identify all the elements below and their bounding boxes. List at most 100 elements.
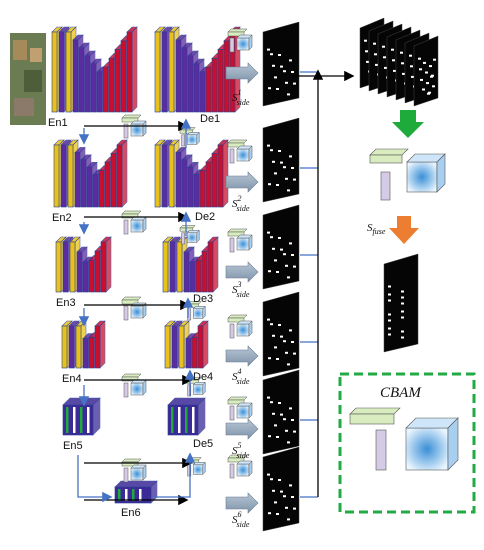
side-output-map-2-speck-4	[278, 150, 281, 152]
final-output-map-speck-13	[388, 327, 391, 330]
decoder-cbam-2-spatial-bar	[181, 232, 186, 245]
encoder-label-1: En1	[48, 117, 68, 129]
side-output-map-2-speck-6	[276, 184, 279, 186]
side-output-map-4-speck-14	[268, 357, 271, 360]
side-output-map-1-speck-6	[276, 88, 279, 90]
side-output-map-6	[262, 446, 300, 532]
decoder-label-2: De2	[195, 211, 215, 223]
side-output-map-4-speck-4	[278, 324, 281, 326]
skip-cbam-5-channel-top	[121, 458, 142, 463]
stacked-map-6-speck-11	[411, 75, 414, 78]
final-output-map-speck-4	[401, 336, 404, 339]
side-gray-arrow-6	[225, 492, 259, 514]
stacked-map-3-speck-1	[382, 45, 385, 48]
stacked-map-7-speck-7	[432, 85, 435, 88]
skip-cbam-3-spatial-bar	[123, 305, 129, 321]
stacked-map-7-speck-1	[418, 57, 421, 60]
side-cbam-2-channel-top	[227, 139, 248, 144]
side-output-map-4	[262, 291, 300, 377]
side-output-map-3-speck-2	[280, 248, 283, 251]
side-cbam-1-channel-top	[227, 28, 248, 33]
side-output-map-3-speck-1	[267, 231, 270, 234]
side-output-map-1-speck-14	[268, 87, 271, 90]
input-image	[10, 33, 46, 125]
encoder-block-1-red-step-5	[126, 26, 138, 113]
side-output-map-5-speck-5	[291, 419, 294, 421]
final-output-map-speck-14	[401, 290, 404, 293]
side-output-map-1-speck-8	[274, 76, 277, 79]
side-cbam-1-channel-bar	[227, 31, 245, 37]
side-cbam-6-cube-front	[236, 463, 250, 477]
decoder-cbam-1-cube-front	[186, 134, 198, 145]
cbam-cube-front	[405, 427, 449, 471]
side-output-map-4-speck-5	[291, 341, 294, 343]
side-output-map-2-speck-11	[285, 177, 288, 180]
side-output-map-3-speck-6	[276, 271, 279, 273]
side-cbam-3-spatial-bar	[229, 237, 235, 253]
skip-cbam-1-cube-side	[142, 120, 147, 137]
final-output-map-speck-2	[401, 302, 404, 305]
side-output-map-4-speck-9	[287, 363, 290, 366]
side-output-map-6-speck-8	[274, 501, 277, 504]
side-output-map-1-speck-4	[278, 54, 281, 56]
stacked-map-3-speck-6	[383, 56, 386, 59]
side-output-map-5-speck-4	[278, 402, 281, 404]
side-output-map-3-speck-8	[274, 259, 277, 262]
side-output-map-5-speck-14	[268, 435, 271, 438]
final-output-map-speck-6	[401, 316, 404, 319]
skip-cbam-2-cube-front	[130, 219, 144, 233]
side-cbam-4-spatial-bar	[229, 323, 235, 339]
encoder-block-6-stripe-3	[132, 489, 135, 501]
fuse-spatial-bar	[380, 171, 391, 201]
side-output-map-5-speck-10	[272, 412, 275, 415]
stacked-map-7-speck-6	[419, 68, 422, 71]
decoder-up-arrow-5	[153, 452, 196, 498]
side-output-map-2-speck-14	[268, 183, 271, 186]
final-output-map-speck-8	[401, 296, 404, 299]
side-cbam-3-cube-side	[248, 234, 253, 251]
side-output-map-5-speck-13	[283, 418, 286, 421]
side-output-map-4-speck-7	[289, 329, 292, 332]
encoder-block-2-red-step-4	[116, 139, 128, 208]
final-output-map-speck-7	[388, 333, 391, 336]
side-output-map-3-speck-4	[278, 237, 281, 239]
side-output-map-5-speck-8	[274, 424, 277, 427]
side-output-map-6-speck-7	[289, 484, 292, 487]
side-cbam-3-cube-front	[236, 237, 250, 251]
side-cbam-6-spatial-bar	[229, 463, 235, 479]
side-output-map-3-speck-13	[283, 253, 286, 256]
side-output-map-2	[262, 117, 300, 203]
stacked-map-2-speck-11	[375, 63, 378, 66]
side-output-map-3-speck-14	[268, 270, 271, 273]
side-output-map-6-speck-9	[287, 518, 290, 521]
skip-cbam-5-spatial-bar	[123, 467, 129, 483]
fuse-label: Sfuse	[367, 222, 386, 236]
cbam-channel-bar	[349, 413, 395, 425]
side-output-map-3-speck-5	[291, 254, 294, 256]
side-output-map-4-speck-2	[280, 335, 283, 338]
skip-cbam-5-cube-front	[130, 467, 144, 481]
side-output-map-4-speck-3	[293, 352, 296, 355]
stacked-map-3-speck-11	[384, 66, 387, 69]
decoder-cbam-3-cube-side	[202, 305, 206, 320]
side-cbam-5-spatial-bar	[229, 405, 235, 421]
side-cbam-3-channel-bar	[227, 231, 245, 237]
side-output-map-5	[262, 369, 300, 455]
encoder-label-5: En5	[63, 440, 83, 452]
side-cbam-4-channel-bar	[227, 317, 245, 323]
encoder-label-3: En3	[56, 297, 76, 309]
skip-cbam-1-spatial-bar	[123, 123, 129, 139]
final-output-map-speck-5	[388, 299, 391, 302]
stacked-map-4-speck-6	[392, 59, 395, 62]
stacked-map-1-speck-11	[366, 60, 369, 63]
side-output-map-4-speck-11	[285, 351, 288, 354]
side-output-map-1-speck-1	[267, 48, 270, 51]
decoder-cbam-5-cube-side	[202, 461, 206, 476]
skip-cbam-3-cube-front	[130, 305, 144, 319]
side-cbam-1-cube-front	[236, 37, 250, 51]
side-output-map-2-speck-13	[283, 166, 286, 169]
side-cbam-3-channel-top	[227, 228, 248, 233]
